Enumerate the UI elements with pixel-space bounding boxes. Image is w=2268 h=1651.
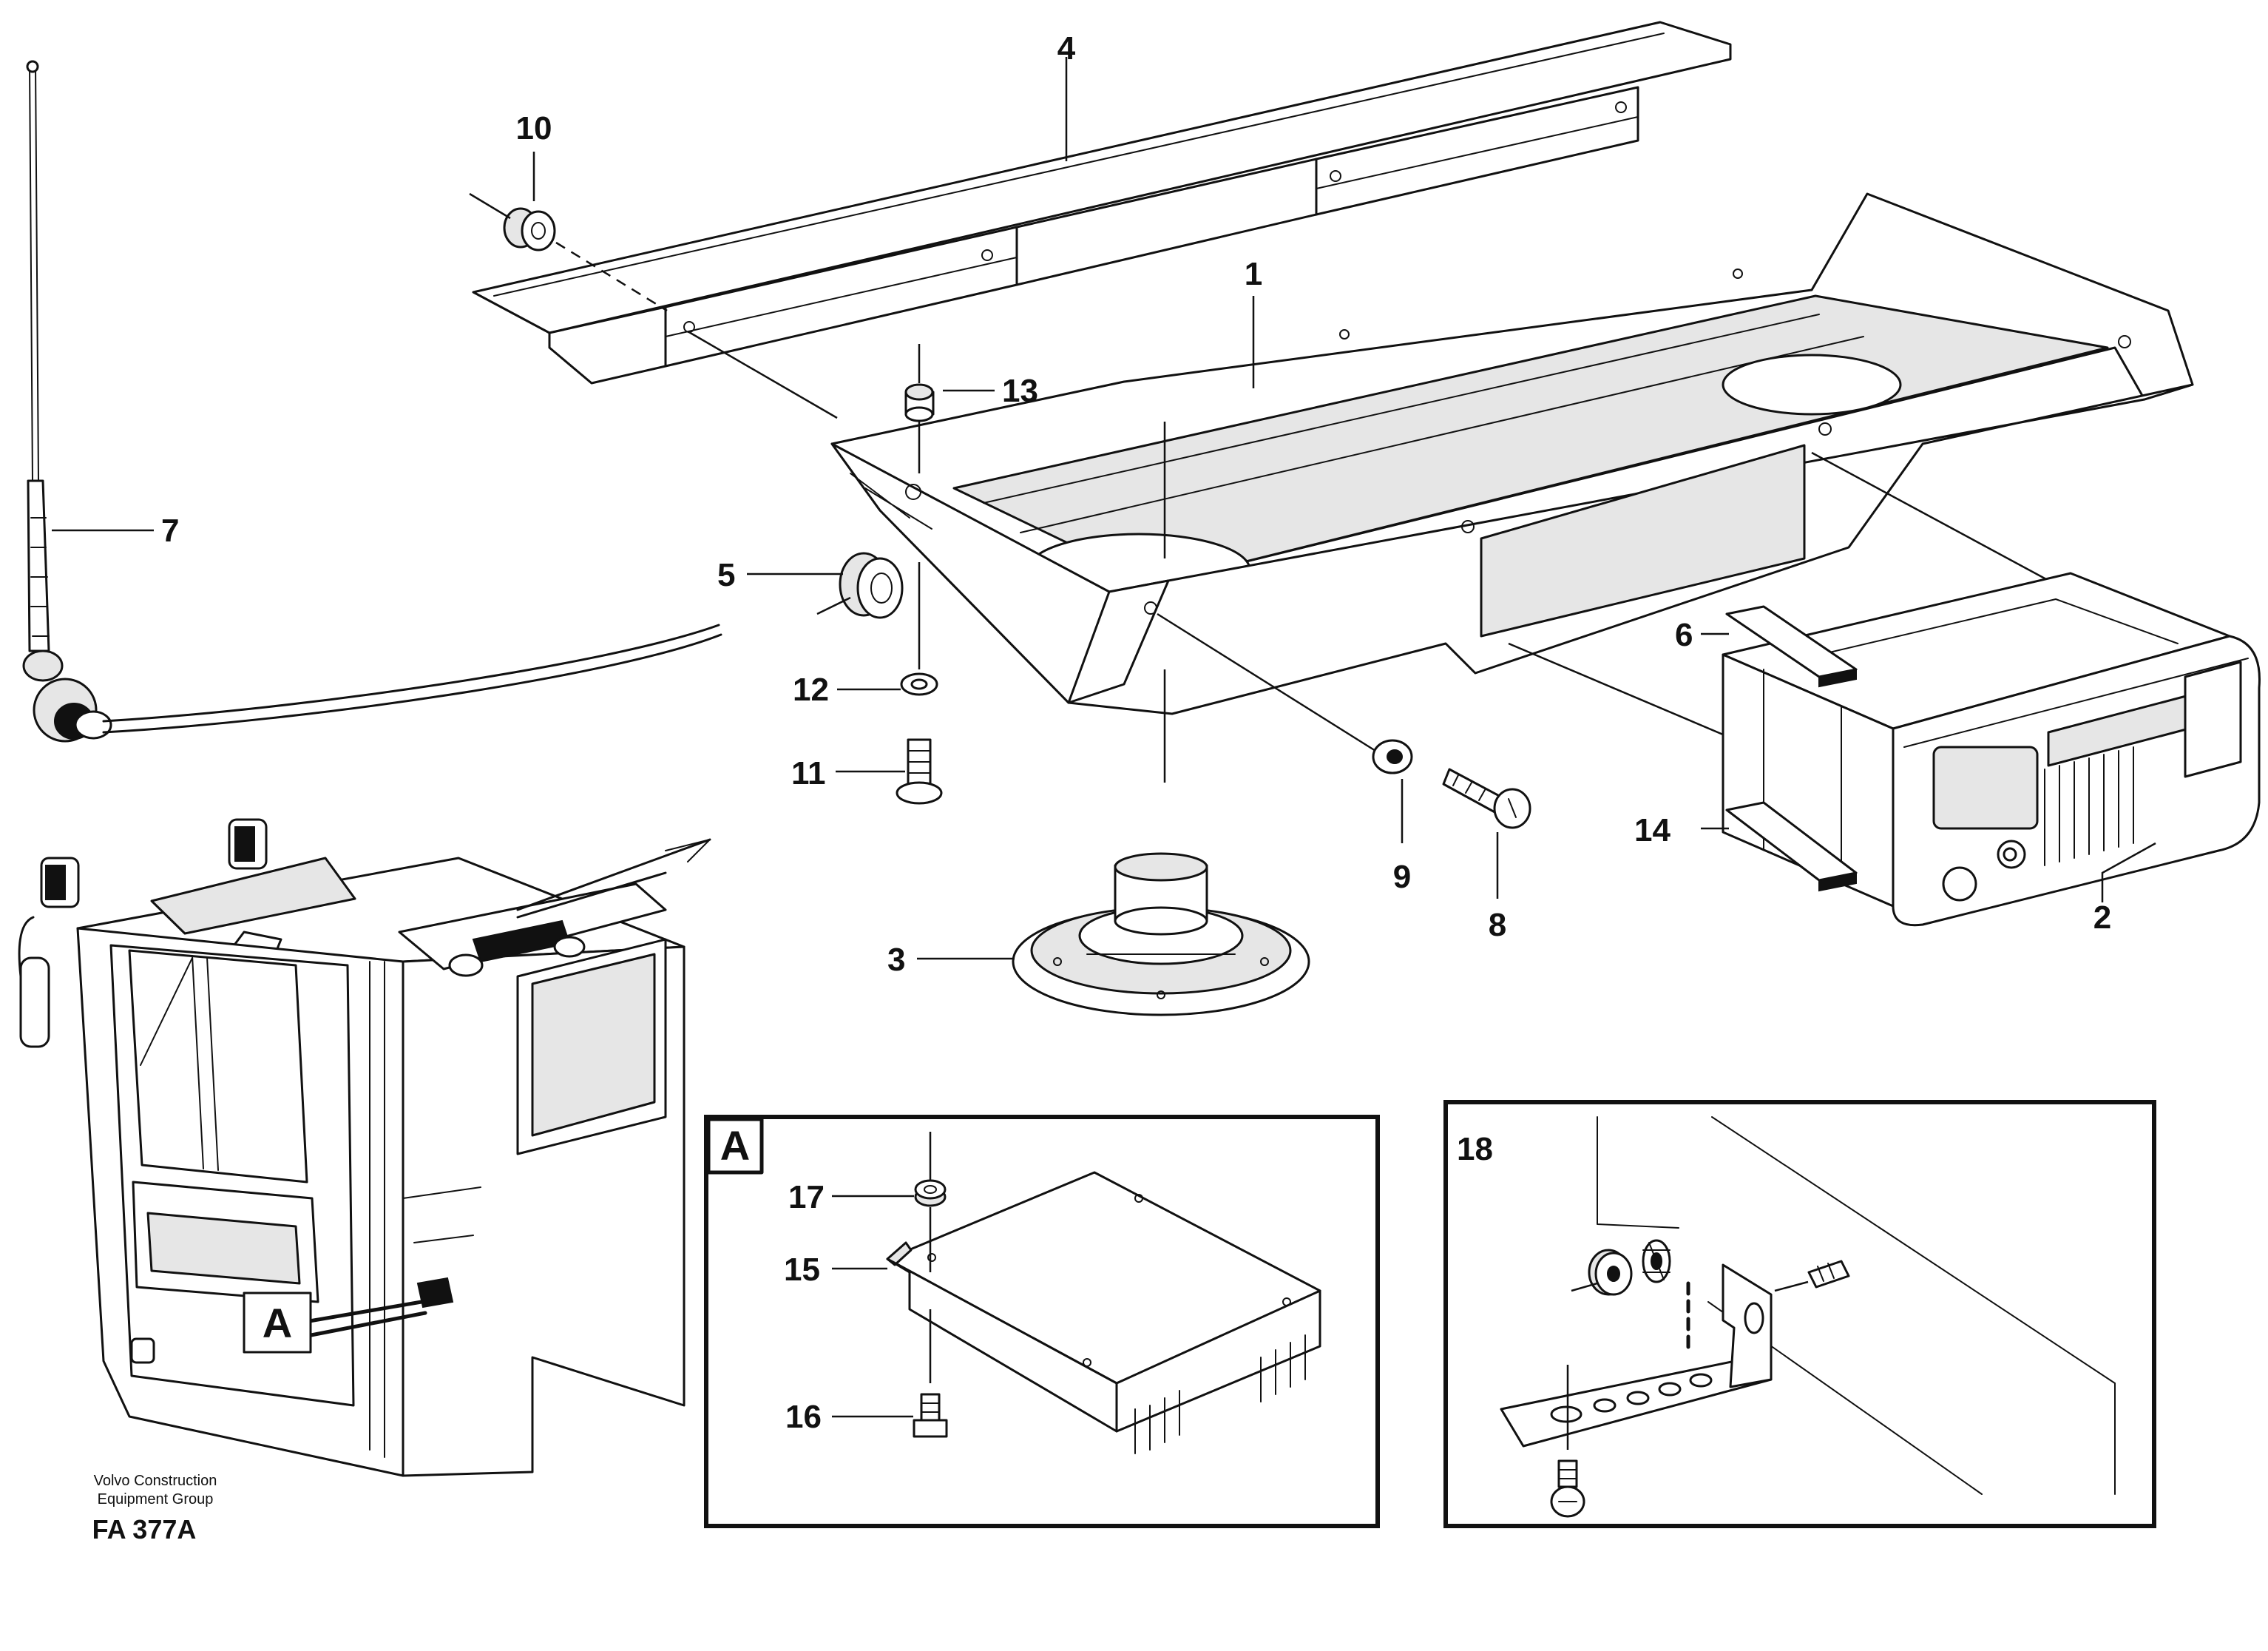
figure-code: FA 377A xyxy=(92,1514,197,1544)
antenna-icon[interactable] xyxy=(22,60,722,743)
callout-14[interactable]: 14 xyxy=(1634,812,1670,848)
callout-2[interactable]: 2 xyxy=(2093,899,2111,936)
washer-icon[interactable] xyxy=(900,672,938,696)
callout-10[interactable]: 10 xyxy=(516,110,552,146)
detail-a-label: A xyxy=(720,1122,750,1169)
amplifier-icon[interactable] xyxy=(886,1171,1321,1454)
washer-icon[interactable] xyxy=(1372,739,1413,774)
detail-view-a: A xyxy=(704,1115,1380,1528)
plug-icon[interactable] xyxy=(904,383,935,422)
callout-17[interactable]: 17 xyxy=(788,1179,825,1215)
callout-5[interactable]: 5 xyxy=(717,557,735,593)
speaker-icon[interactable] xyxy=(1012,852,1310,1016)
lock-washer-icon[interactable] xyxy=(1642,1239,1671,1283)
screw-icon[interactable] xyxy=(1550,1459,1585,1518)
spacer-icon[interactable] xyxy=(1588,1249,1633,1296)
cab-reference-marker[interactable]: A xyxy=(243,1292,312,1354)
radio-unit-icon[interactable] xyxy=(1722,572,2261,927)
grommet-icon[interactable] xyxy=(839,552,904,619)
callout-13[interactable]: 13 xyxy=(1002,373,1038,409)
cab-icon xyxy=(18,818,711,1477)
callout-7[interactable]: 7 xyxy=(161,513,179,549)
detail-view-bracket: 18 xyxy=(1443,1100,2156,1528)
cab-reference-label: A xyxy=(263,1300,292,1346)
screw-icon[interactable] xyxy=(1442,768,1531,829)
callout-9[interactable]: 9 xyxy=(1393,859,1411,895)
callout-16[interactable]: 16 xyxy=(785,1399,822,1435)
mounting-rail-icon[interactable] xyxy=(472,21,1732,385)
adhesive-strip-icon[interactable] xyxy=(1725,801,1858,892)
callout-6[interactable]: 6 xyxy=(1675,617,1693,653)
credit-line-1: Volvo Construction xyxy=(94,1473,217,1489)
screw-icon[interactable] xyxy=(1774,1260,1850,1292)
nut-icon[interactable] xyxy=(914,1179,947,1207)
adhesive-strip-icon[interactable] xyxy=(1725,605,1858,688)
callout-1[interactable]: 1 xyxy=(1245,256,1262,292)
callout-4[interactable]: 4 xyxy=(1057,30,1076,67)
nut-icon[interactable] xyxy=(503,207,556,251)
callout-12[interactable]: 12 xyxy=(793,672,829,708)
callout-11[interactable]: 11 xyxy=(791,755,826,791)
callout-3[interactable]: 3 xyxy=(887,942,905,978)
screw-icon[interactable] xyxy=(913,1393,948,1438)
callout-18[interactable]: 18 xyxy=(1457,1131,1493,1167)
callout-8[interactable]: 8 xyxy=(1489,907,1506,943)
speaker-console-icon[interactable] xyxy=(830,192,2194,715)
credit-line-2: Equipment Group xyxy=(98,1491,214,1507)
callout-15[interactable]: 15 xyxy=(784,1252,820,1288)
screw-icon[interactable] xyxy=(896,738,943,805)
